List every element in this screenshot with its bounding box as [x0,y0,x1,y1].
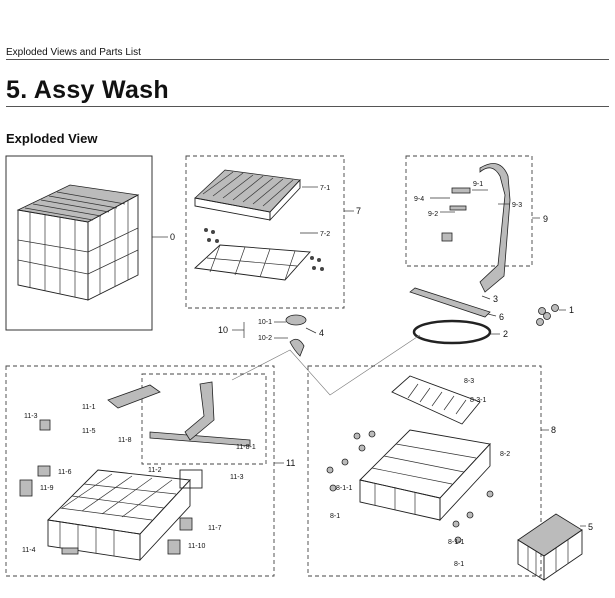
callout-8-1-1-lower: 8-1-1 [448,539,464,546]
cutlery-tray-drawing [194,169,301,222]
page-title: 5. Assy Wash [6,76,169,104]
callout-7: 7 [356,206,361,216]
callout-5: 5 [588,522,593,532]
callout-11-5: 11-5 [82,428,96,435]
callout-1: 1 [569,305,574,315]
nozzle-subgroup-box [141,373,267,465]
callout-8-1-upper: 8-1 [330,513,340,520]
callout-11-3-right: 11-3 [230,474,244,481]
lower-spray-arm-drawing [409,287,491,318]
callout-10-2: 10-2 [258,335,272,342]
callout-2: 2 [503,329,508,339]
callout-11-2: 11-2 [148,467,162,474]
filter-gasket-drawing [412,319,492,345]
filter-cap-drawing [285,314,307,326]
section-subtitle: Exploded View [6,131,98,146]
header-divider [6,59,609,60]
callout-8-1-1-upper: 8-1-1 [336,485,352,492]
callout-9: 9 [543,214,548,224]
spray-pipe-drawing [441,163,511,293]
lower-rack-drawing [19,381,251,562]
callout-11-1: 11-1 [82,404,96,411]
callout-0: 0 [170,232,175,242]
callout-11-6: 11-6 [58,469,72,476]
full-assembly-box [5,155,153,331]
callout-11-10: 11-10 [188,543,205,550]
lower-basket-group-box [307,365,542,577]
callout-7-2: 7-2 [320,231,330,238]
connector-lines [231,334,421,396]
callout-9-3: 9-3 [512,202,522,209]
callout-9-2: 9-2 [428,211,438,218]
callout-9-4: 9-4 [414,196,424,203]
wheel-set-drawing [536,304,559,326]
upper-rack-group-box [185,155,345,309]
callout-8-2: 8-2 [500,451,510,458]
callout-8: 8 [551,425,556,435]
lower-basket-drawing [326,375,494,544]
callout-6: 6 [499,312,504,322]
upper-rack-frame-drawing [193,228,324,281]
callout-11-8-1: 11-8-1 [236,444,256,451]
callout-10-1: 10-1 [258,319,272,326]
callout-9-1: 9-1 [473,181,483,188]
callout-3: 3 [493,294,498,304]
callout-8-3-1: 8-3-1 [470,397,486,404]
callout-8-3: 8-3 [464,378,474,385]
callout-8-1-lower: 8-1 [454,561,464,568]
lower-rack-group-box [5,365,275,577]
full-assembly-drawing [16,184,168,301]
callout-7-1: 7-1 [320,185,330,192]
callout-11-4: 11-4 [22,547,36,554]
callout-11-8: 11-8 [118,437,132,444]
callout-11: 11 [286,458,295,468]
title-divider [6,106,609,107]
callout-11-9: 11-9 [40,485,54,492]
callout-11-7: 11-7 [208,525,222,532]
cutlery-basket-drawing [517,513,583,581]
spray-pipe-group-box [405,155,533,267]
section-header: Exploded Views and Parts List [6,47,141,58]
callout-4: 4 [319,328,324,338]
filter-drawing [289,338,305,357]
callout-10: 10 [218,325,228,335]
callout-11-3-left: 11-3 [24,413,38,420]
